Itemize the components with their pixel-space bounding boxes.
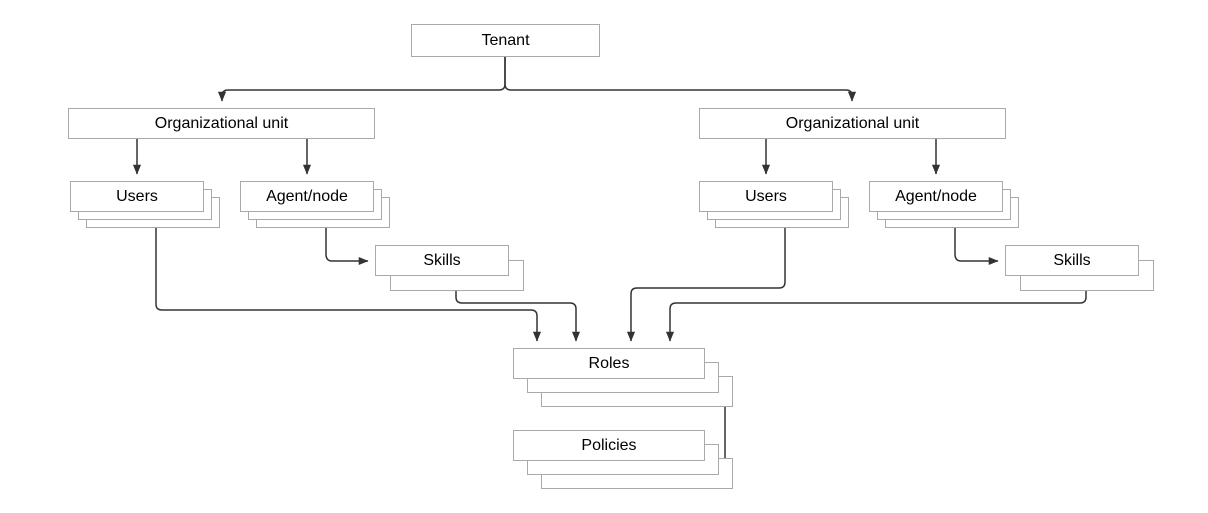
node-users-left[interactable]: Users [70, 181, 220, 228]
node-organizational-unit-left-face: Organizational unit [68, 108, 375, 139]
node-tenant-face: Tenant [411, 24, 600, 57]
node-tenant[interactable]: Tenant [411, 24, 600, 57]
node-agent-node-left-label: Agent/node [266, 187, 348, 205]
node-users-right-label: Users [745, 187, 787, 205]
node-roles-face: Roles [513, 348, 705, 379]
edge-tenant-to-org-unit-left [217, 57, 506, 102]
edge-skills-right-to-roles [665, 291, 1087, 342]
node-users-left-label: Users [116, 187, 158, 205]
node-organizational-unit-right[interactable]: Organizational unit [699, 108, 1006, 139]
node-roles-label: Roles [588, 354, 630, 372]
node-agent-node-right-label: Agent/node [895, 187, 977, 205]
node-policies[interactable]: Policies [513, 430, 733, 489]
edge-users-left-to-roles [155, 227, 542, 342]
node-users-right[interactable]: Users [699, 181, 849, 228]
node-agent-node-left-face: Agent/node [240, 181, 374, 212]
node-skills-right[interactable]: Skills [1005, 245, 1154, 291]
node-organizational-unit-left-label: Organizational unit [154, 114, 289, 132]
node-skills-right-label: Skills [1053, 251, 1091, 269]
node-skills-left-face: Skills [375, 245, 509, 276]
node-skills-left[interactable]: Skills [375, 245, 524, 291]
node-organizational-unit-left[interactable]: Organizational unit [68, 108, 375, 139]
edge-tenant-to-org-unit-right [504, 57, 857, 102]
node-agent-node-left[interactable]: Agent/node [240, 181, 390, 228]
node-users-left-face: Users [70, 181, 204, 212]
node-organizational-unit-right-label: Organizational unit [785, 114, 920, 132]
node-agent-node-right[interactable]: Agent/node [869, 181, 1019, 228]
node-agent-node-right-face: Agent/node [869, 181, 1003, 212]
node-policies-label: Policies [581, 436, 637, 454]
node-skills-right-face: Skills [1005, 245, 1139, 276]
node-roles[interactable]: Roles [513, 348, 733, 407]
edge-users-right-to-roles [626, 227, 786, 342]
node-tenant-label: Tenant [481, 31, 530, 49]
node-organizational-unit-right-face: Organizational unit [699, 108, 1006, 139]
edge-skills-left-to-roles [455, 291, 581, 342]
edge-agent-node-left-to-skills-left [325, 227, 369, 266]
node-users-right-face: Users [699, 181, 833, 212]
node-policies-face: Policies [513, 430, 705, 461]
node-skills-left-label: Skills [423, 251, 461, 269]
edge-agent-node-right-to-skills-right [954, 227, 999, 266]
